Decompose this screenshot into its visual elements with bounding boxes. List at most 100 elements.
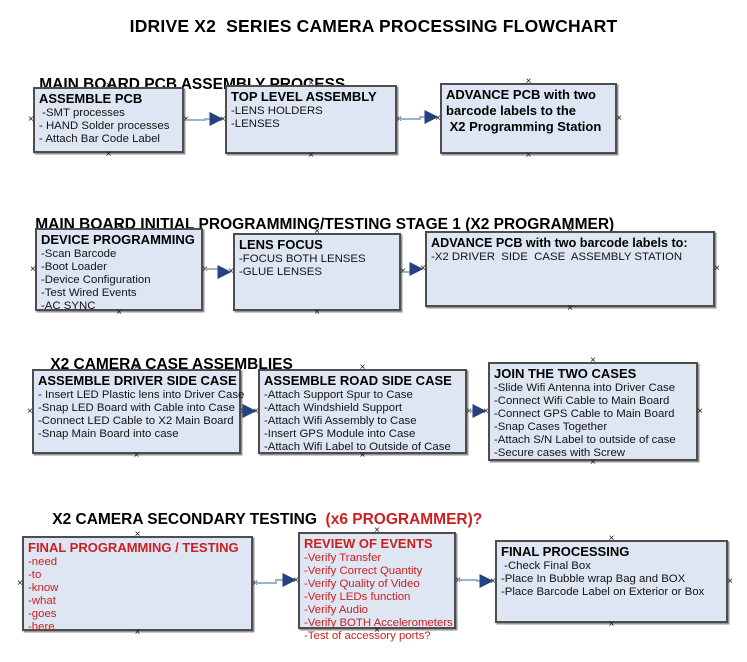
anchor-x-icon: × <box>616 112 622 124</box>
box-item: -Slide Wifi Antenna into Driver Case <box>494 382 676 394</box>
box-item: -Attach S/N Label to outside of case <box>494 434 676 446</box>
box-item: -what <box>28 595 56 607</box>
anchor-x-icon: × <box>483 405 489 417</box>
anchor-x-icon: × <box>27 405 33 417</box>
flow-connector-arrow <box>186 112 224 126</box>
box-item: -Device Configuration <box>41 274 151 286</box>
box-item: -LENS HOLDERS <box>231 105 323 117</box>
box-title: TOP LEVEL ASSEMBLY <box>231 89 377 104</box>
box-title: ADVANCE PCB with two barcode labels to: <box>431 236 688 250</box>
anchor-x-icon: × <box>220 113 226 125</box>
anchor-x-icon: × <box>455 574 461 586</box>
box-title: FINAL PROGRAMMING / TESTING <box>28 540 239 555</box>
box-item: - HAND Solder processes <box>39 120 170 132</box>
box-item: barcode labels to the <box>446 103 577 118</box>
box-title: FINAL PROCESSING <box>501 544 630 559</box>
box-item: -Verify Quality of Video <box>304 578 420 590</box>
anchor-x-icon: × <box>17 577 23 589</box>
anchor-x-icon: × <box>228 266 234 277</box>
anchor-x-icon: × <box>590 355 596 366</box>
flow-box-assemble-road-side-case[interactable]: × × × × ASSEMBLE ROAD SIDE CASE -Attach … <box>253 363 472 461</box>
box-item: -Check Final Box <box>501 560 591 572</box>
flow-box-review-of-events[interactable]: × × × × REVIEW OF EVENTS -Verify Transfe… <box>293 526 461 643</box>
box-item: X2 Programming Station <box>446 119 602 134</box>
flow-connector-arrow <box>403 262 424 276</box>
anchor-x-icon: × <box>308 150 314 161</box>
anchor-x-icon: × <box>608 619 615 630</box>
box-item: -Verify Transfer <box>304 552 382 564</box>
box-title: ASSEMBLE ROAD SIDE CASE <box>264 373 452 388</box>
anchor-x-icon: × <box>590 457 596 468</box>
anchor-x-icon: × <box>420 263 426 274</box>
box-item: -know <box>28 582 59 594</box>
anchor-x-icon: × <box>697 405 703 417</box>
box-item: - Insert LED Plastic lens into Driver Ca… <box>38 389 245 401</box>
flow-box-assemble-pcb[interactable]: × × × × ASSEMBLE PCB -SMT processes - HA… <box>28 81 189 160</box>
anchor-x-icon: × <box>567 303 573 314</box>
box-item: -Attach Wifi Assembly to Case <box>264 415 417 427</box>
anchor-x-icon: × <box>400 266 406 277</box>
box-item: -SMT processes <box>39 107 125 119</box>
section-heading-case-assemblies: X2 CAMERA CASE ASSEMBLIES <box>33 338 293 392</box>
box-title: LENS FOCUS <box>239 237 323 252</box>
anchor-x-icon: × <box>28 114 34 125</box>
flow-box-lens-focus[interactable]: × × × × LENS FOCUS -FOCUS BOTH LENSES -G… <box>228 227 406 318</box>
anchor-x-icon: × <box>727 575 733 587</box>
section-heading-secondary-testing: X2 CAMERA SECONDARY TESTING (x6 PROGRAMM… <box>35 493 482 547</box>
flow-box-advance-to-case-assembly-station[interactable]: × × × × ADVANCE PCB with two barcode lab… <box>420 225 720 314</box>
flow-connector-arrow <box>255 573 297 587</box>
box-item: -need <box>28 556 58 568</box>
box-title: DEVICE PROGRAMMING <box>41 232 195 247</box>
anchor-x-icon: × <box>253 405 259 417</box>
box-item: -Verify Correct Quantity <box>304 565 423 577</box>
anchor-x-icon: × <box>396 113 402 125</box>
anchor-x-icon: × <box>240 405 246 417</box>
box-title: ADVANCE PCB with two <box>446 87 596 102</box>
box-item: -Attach Windshield Support <box>264 402 403 414</box>
box-item: -Snap Cases Together <box>494 421 608 433</box>
box-item: -Verify LEDs function <box>304 591 411 603</box>
page-title: IDRIVE X2 SERIES CAMERA PROCESSING FLOWC… <box>129 16 618 36</box>
box-item: -Verify BOTH Accelerometers <box>304 617 453 629</box>
box-item: -Scan Barcode <box>41 248 117 260</box>
flow-box-final-processing[interactable]: × × × × FINAL PROCESSING -Check Final Bo… <box>490 534 733 630</box>
anchor-x-icon: × <box>525 150 532 161</box>
box-item: -goes <box>28 608 57 620</box>
box-item: - Attach Bar Code Label <box>39 133 160 145</box>
flow-box-assemble-driver-side-case[interactable]: × × × × ASSEMBLE DRIVER SIDE CASE - Inse… <box>27 363 246 461</box>
anchor-x-icon: × <box>105 149 112 160</box>
box-item: -LENSES <box>231 118 280 130</box>
box-item: -Test Wired Events <box>41 287 137 299</box>
box-title: ASSEMBLE DRIVER SIDE CASE <box>38 373 237 388</box>
box-item: -GLUE LENSES <box>239 266 322 278</box>
anchor-x-icon: × <box>359 362 366 373</box>
box-title: ASSEMBLE PCB <box>39 91 143 106</box>
box-item: -Boot Loader <box>41 261 107 273</box>
box-item: -Connect LED Cable to X2 Main Board <box>38 415 234 427</box>
flow-connector-arrow <box>205 265 232 279</box>
anchor-x-icon: × <box>183 114 189 125</box>
box-item: -AC SYNC <box>41 300 96 312</box>
flow-box-join-the-two-cases[interactable]: × × × × JOIN THE TWO CASES -Slide Wifi A… <box>483 356 703 468</box>
box-item: -Attach Wifi Label to Outside of Case <box>264 441 451 453</box>
flow-connector-arrow <box>458 574 494 588</box>
anchor-x-icon: × <box>30 263 36 275</box>
anchor-x-icon: × <box>525 76 532 87</box>
section-heading-text: X2 CAMERA SECONDARY TESTING <box>52 511 326 528</box>
anchor-x-icon: × <box>608 533 615 544</box>
flow-box-device-programming[interactable]: × × × × DEVICE PROGRAMMING -Scan Barcode… <box>30 222 208 318</box>
box-item: -Snap Main Board into case <box>38 428 179 440</box>
anchor-x-icon: × <box>202 263 208 275</box>
box-item: -here <box>28 621 55 633</box>
box-item: -Verify Audio <box>304 604 368 616</box>
box-item: -Attach Support Spur to Case <box>264 389 413 401</box>
flow-box-advance-to-programming-station[interactable]: × × × × ADVANCE PCB with two barcode lab… <box>435 77 622 161</box>
flow-box-top-level-assembly[interactable]: × × × × TOP LEVEL ASSEMBLY -LENS HOLDERS… <box>220 79 402 161</box>
box-title: REVIEW OF EVENTS <box>304 536 433 551</box>
anchor-x-icon: × <box>293 574 299 586</box>
anchor-x-icon: × <box>466 405 472 417</box>
box-item: -Connect GPS Cable to Main Board <box>494 408 675 420</box>
flow-box-final-programming-testing[interactable]: × × × × FINAL PROGRAMMING / TESTING -nee… <box>17 530 258 638</box>
anchor-x-icon: × <box>133 450 140 461</box>
